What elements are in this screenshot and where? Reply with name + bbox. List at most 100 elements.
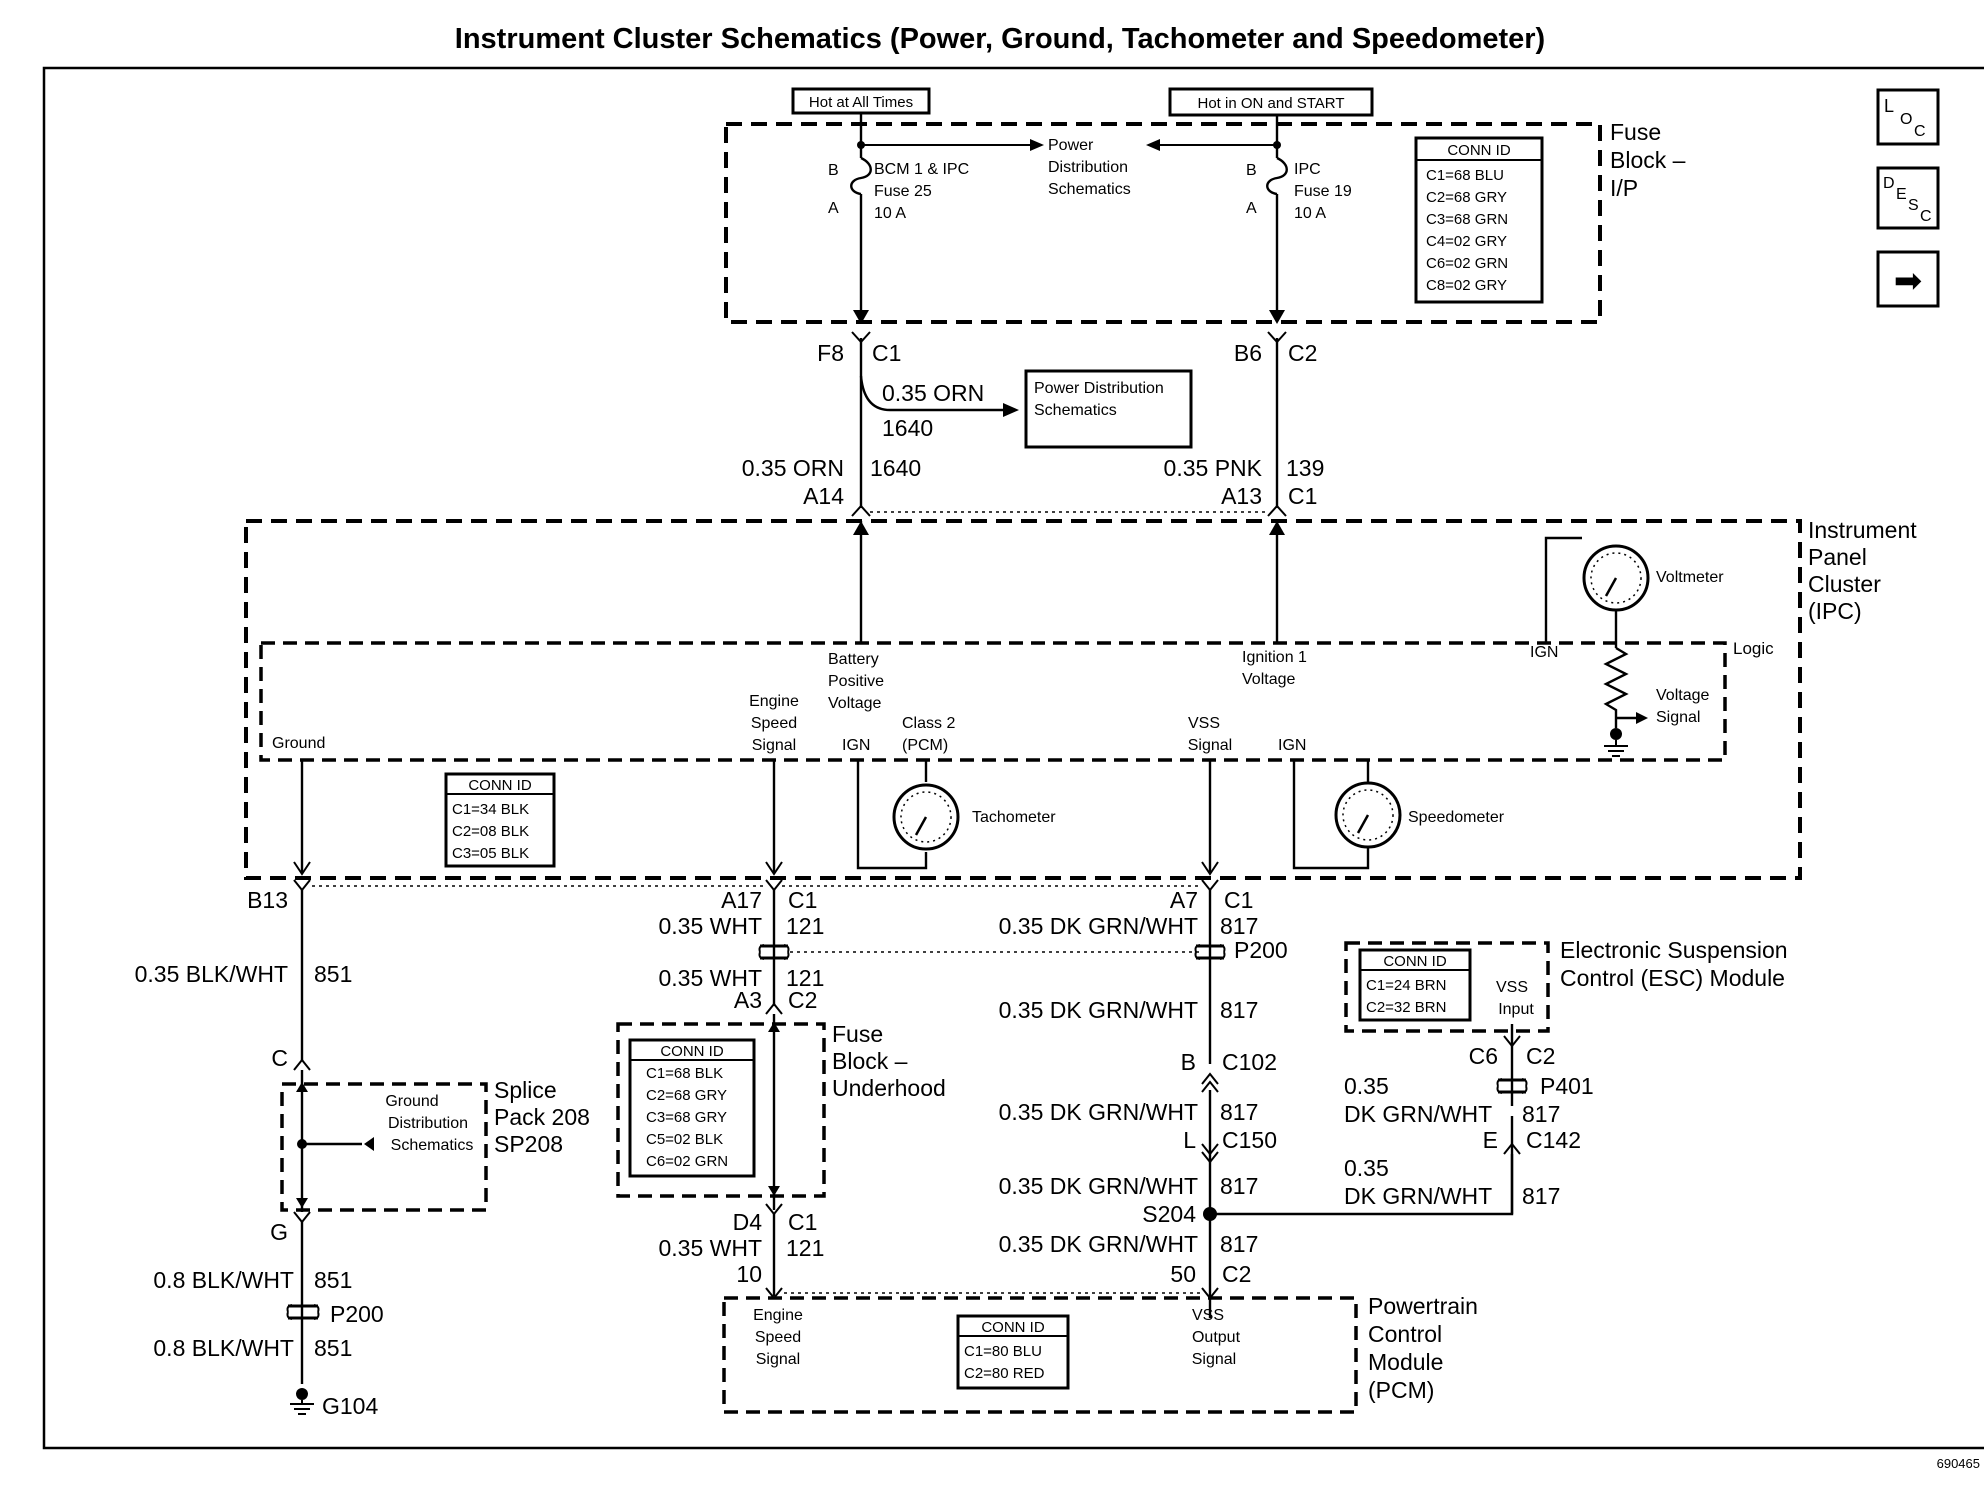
pcm-label: (PCM) (1368, 1377, 1434, 1403)
fuse25-label: BCM 1 & IPC (874, 161, 969, 178)
wire-color-label: 0.35 WHT (658, 1235, 762, 1261)
wire-circuit-label: 139 (1286, 455, 1324, 481)
connector-a13-mark (1267, 504, 1287, 517)
wire-color-label: 0.35 WHT (658, 965, 762, 991)
wire-color-label: 0.35 DK GRN/WHT (999, 1173, 1198, 1199)
arrow-right-icon: ➡ (1894, 262, 1923, 300)
wire-circuit-label: 121 (786, 913, 824, 939)
battery-voltage-label: Positive (828, 673, 884, 690)
fuse-block-ip-label: Block – (1610, 147, 1686, 173)
engine-speed-label: Signal (752, 737, 796, 754)
voltage-signal-label: Voltage (1656, 687, 1709, 704)
ipc-label: (IPC) (1808, 598, 1862, 624)
conn-id-row: C5=02 BLK (646, 1131, 723, 1148)
battery-voltage-label: Battery (828, 651, 879, 668)
voltmeter-label: Voltmeter (1656, 569, 1724, 586)
conn-id-row: C2=68 GRY (646, 1087, 727, 1104)
ipc-label: Instrument (1808, 517, 1917, 543)
connector-c150: C150 (1222, 1127, 1277, 1153)
conn-id-fuse-block-ip: CONN ID C1=68 BLU C2=68 GRY C3=68 GRN C4… (1414, 136, 1544, 304)
tach-ign-wire (856, 760, 928, 870)
ign-voltmeter-label: IGN (1530, 644, 1558, 661)
inline-connector-p401 (1496, 1078, 1528, 1094)
connector-a14-mark (851, 504, 871, 517)
fuse-block-underhood-label: Underhood (832, 1075, 946, 1101)
pin-b6: B6 (1234, 340, 1262, 366)
desc-letter: E (1896, 186, 1907, 203)
conn-id-row: C4=02 GRY (1426, 233, 1507, 250)
loc-button[interactable]: L O C (1876, 88, 1940, 146)
connector-c6-mark (1503, 1035, 1521, 1048)
fuse25-pin-a: A (828, 200, 839, 217)
conn-id-row: C2=32 BRN (1366, 999, 1446, 1016)
conn-id-row: C1=68 BLK (646, 1065, 723, 1082)
fuse25-arrow (853, 310, 869, 324)
wire-circuit-label: 817 (1220, 1099, 1258, 1125)
pcm-engine-speed-label: Engine (753, 1307, 803, 1324)
power-dist-label: Power (1048, 137, 1094, 154)
voltmeter-ground-node (1610, 728, 1622, 740)
wire-circuit-label: 121 (786, 1235, 824, 1261)
branch-wire-color: 0.35 ORN (882, 380, 984, 406)
ipc-box (244, 519, 1802, 880)
wire-color-label: 0.35 DK GRN/WHT (999, 913, 1198, 939)
ipc-label: Cluster (1808, 571, 1881, 597)
splice-pack-label: Pack 208 (494, 1104, 590, 1130)
fuse-block-ip-label: I/P (1610, 175, 1638, 201)
pin-10: 10 (736, 1261, 762, 1287)
pin-c: C (271, 1045, 288, 1071)
connector-c150-mark (1201, 1143, 1219, 1164)
wire-color-label: 0.35 DK GRN/WHT (999, 1231, 1198, 1257)
fuse19-pin-b: B (1246, 162, 1257, 179)
ipc-label: Panel (1808, 544, 1867, 570)
svg-text:Hot in ON and START: Hot in ON and START (1198, 95, 1345, 112)
loc-letter: L (1884, 96, 1894, 116)
pcm-engine-speed-label: Signal (756, 1351, 800, 1368)
pcm-label: Powertrain (1368, 1293, 1478, 1319)
connector-c2: C2 (1526, 1043, 1555, 1069)
ground-label: Ground (272, 735, 325, 752)
conn-id-ipc: CONN ID C1=34 BLK C2=08 BLK C3=05 BLK (444, 772, 556, 868)
next-page-button[interactable]: ➡ (1876, 250, 1940, 308)
vss-signal-label: Signal (1188, 737, 1232, 754)
wire-circuit-label: 817 (1522, 1101, 1560, 1127)
wire-circuit-label: 817 (1220, 913, 1258, 939)
fuse-underhood-arrowhead (768, 1186, 780, 1196)
branch-1640 (859, 375, 1003, 412)
loc-letter: C (1914, 123, 1926, 140)
inline-connector-p200-engine (758, 944, 790, 960)
pin-b: B (1181, 1049, 1196, 1075)
wire-circuit-label: 851 (314, 1267, 352, 1293)
connector-c1: C1 (788, 1209, 817, 1235)
pcm-label: Module (1368, 1349, 1443, 1375)
desc-button[interactable]: D E S C (1876, 166, 1940, 230)
connector-c142-mark (1503, 1142, 1521, 1155)
wire-color-label: 0.35 WHT (658, 913, 762, 939)
pcm-box (722, 1296, 1358, 1414)
ignition-voltage-label: Voltage (1242, 671, 1295, 688)
conn-id-header: CONN ID (468, 777, 532, 794)
inline-connector-p200-vss (1194, 944, 1226, 960)
ign-speedo-label: IGN (1278, 737, 1306, 754)
ground-icon (1604, 740, 1628, 757)
pin-a13: A13 (1221, 483, 1262, 509)
ground-arrowhead (293, 861, 311, 876)
wire-color-label: 0.35 (1344, 1073, 1389, 1099)
conn-id-row: C3=05 BLK (452, 845, 529, 862)
esc-module-label: Electronic Suspension (1560, 937, 1788, 963)
engine-speed-arrowhead (765, 861, 783, 876)
vss-arrowhead (1201, 861, 1219, 876)
wire-circuit-label: 851 (314, 1335, 352, 1361)
fuse-block-underhood-label: Block – (832, 1048, 908, 1074)
pin-b13: B13 (247, 887, 288, 913)
wire-color-label: 0.35 DK GRN/WHT (999, 1099, 1198, 1125)
splice-pack-label: Splice (494, 1077, 557, 1103)
hot-at-all-times-label: Hot at All Times (791, 87, 931, 115)
connector-c2: C2 (1222, 1261, 1251, 1287)
conn-id-row: C1=68 BLU (1426, 167, 1504, 184)
conn-id-header: CONN ID (660, 1043, 724, 1060)
conn-id-row: C2=08 BLK (452, 823, 529, 840)
pin-f8: F8 (817, 340, 844, 366)
fuse25-label: 10 A (874, 205, 906, 222)
conn-id-row: C6=02 GRN (646, 1153, 728, 1170)
